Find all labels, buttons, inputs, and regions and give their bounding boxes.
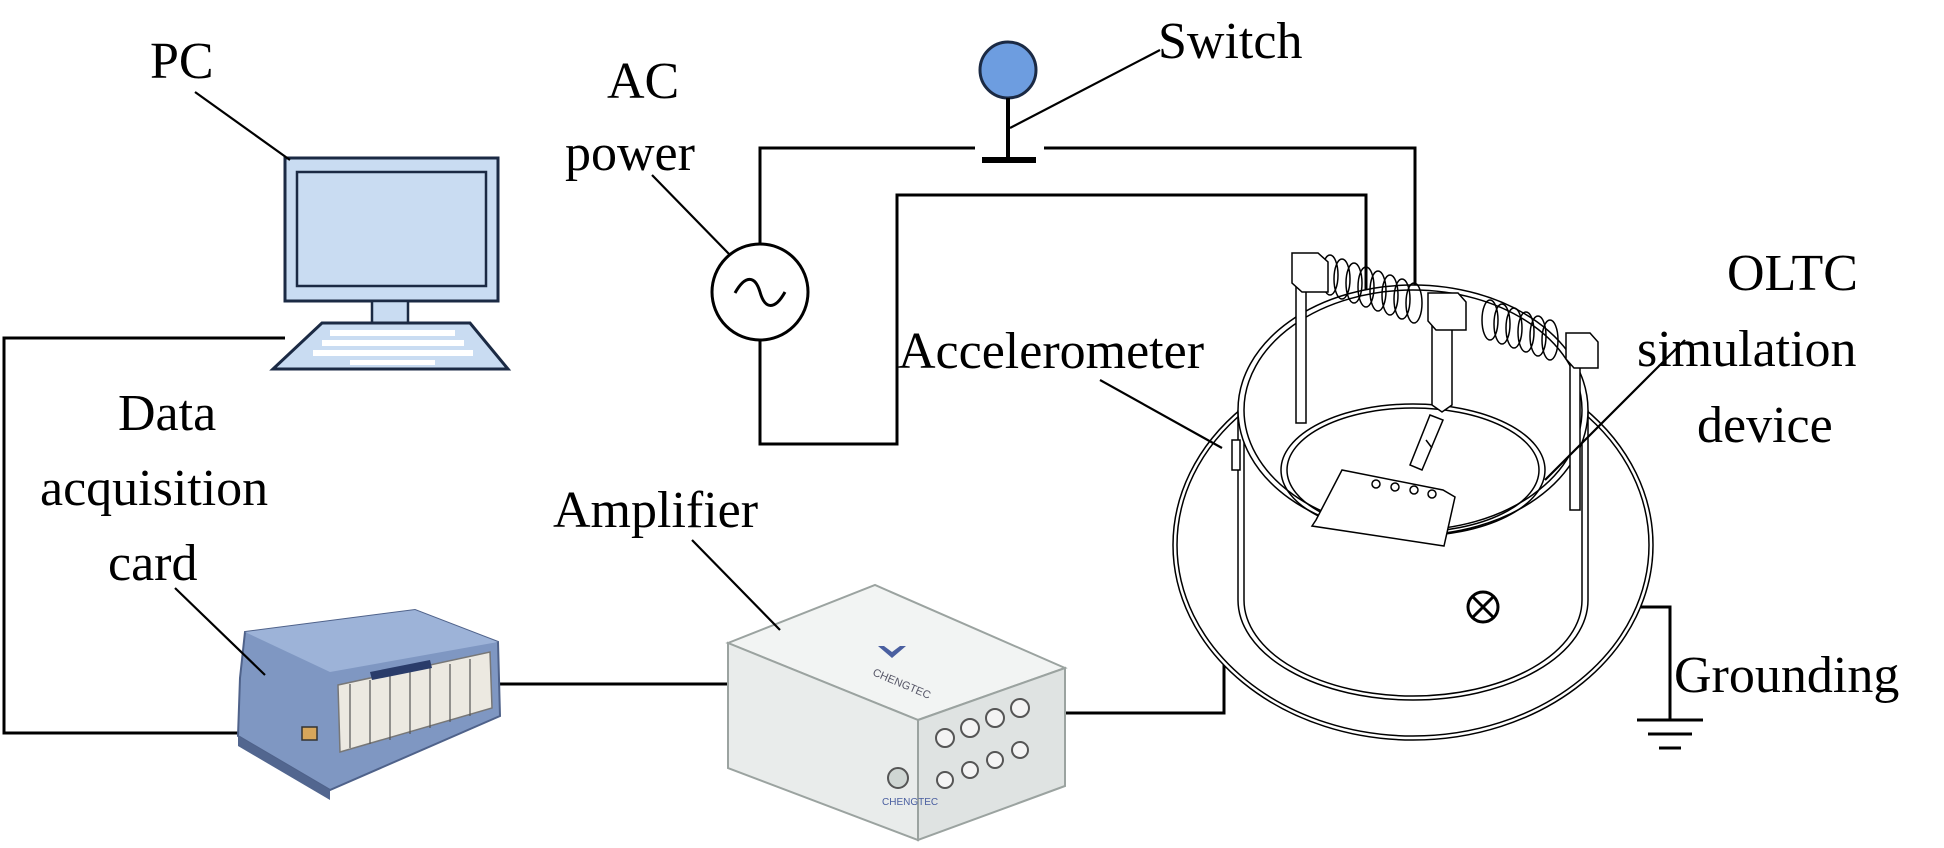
label-ac-power-line1: AC bbox=[607, 53, 679, 110]
wire-ac-top bbox=[758, 146, 975, 256]
label-amplifier: Amplifier bbox=[553, 482, 758, 539]
leader-pc bbox=[194, 91, 291, 161]
label-switch: Switch bbox=[1158, 13, 1302, 70]
pc-icon bbox=[269, 156, 512, 371]
leader-oltc bbox=[1544, 339, 1686, 481]
leader-daq bbox=[174, 587, 266, 676]
ac-source-icon bbox=[710, 242, 810, 342]
label-oltc-line1: OLTC bbox=[1727, 245, 1858, 302]
label-oltc-line2: simulation bbox=[1637, 321, 1857, 378]
label-daq-line1: Data bbox=[118, 385, 216, 442]
amplifier-icon: CHENGTEC CHENGTEC bbox=[725, 583, 1068, 842]
leader-ac-power bbox=[651, 174, 731, 256]
ground-terminal-icon bbox=[1466, 590, 1500, 624]
amplifier-brand-front: CHENGTEC bbox=[882, 797, 938, 808]
ground-icon bbox=[1637, 718, 1703, 750]
label-pc: PC bbox=[150, 33, 214, 90]
label-ac-power-line2: power bbox=[565, 125, 695, 182]
oltc-device-icon bbox=[1172, 252, 1654, 741]
label-daq-line2: acquisition bbox=[40, 460, 268, 517]
leader-amplifier bbox=[691, 539, 781, 631]
wire-ac-bottom bbox=[758, 193, 1368, 520]
daq-card-icon bbox=[236, 608, 502, 800]
label-daq-line3: card bbox=[108, 535, 197, 592]
label-oltc-line3: device bbox=[1697, 397, 1833, 454]
label-grounding: Grounding bbox=[1674, 647, 1899, 704]
wire-pc-daq bbox=[2, 336, 308, 735]
leader-switch bbox=[1009, 49, 1161, 129]
leader-accelerometer bbox=[1099, 379, 1223, 449]
label-accelerometer: Accelerometer bbox=[898, 323, 1204, 380]
switch-icon bbox=[978, 40, 1038, 163]
